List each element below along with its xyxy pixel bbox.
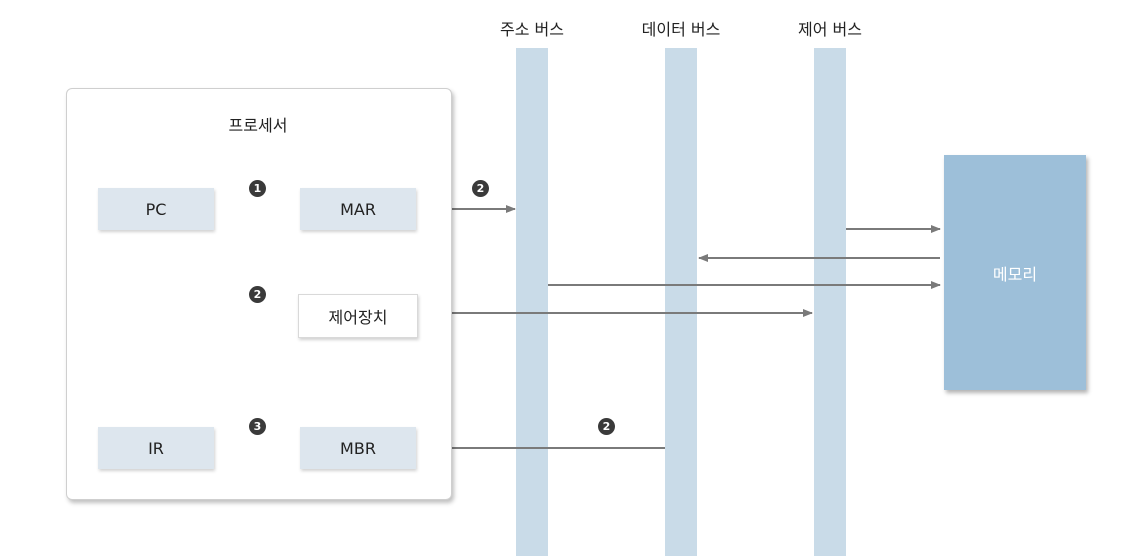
memory-block: 메모리 [944, 155, 1086, 390]
processor-title: 프로세서 [228, 116, 288, 135]
step-marker-pc-to-mar: 1 [249, 180, 266, 197]
control-bus-label: 제어 버스 [798, 20, 862, 39]
data-bus [665, 48, 697, 556]
mar-register: MAR [300, 188, 416, 230]
data-bus-label: 데이터 버스 [641, 20, 721, 39]
control-unit-label: 제어장치 [328, 308, 388, 327]
ir-register: IR [98, 427, 214, 469]
step-marker-mar-to-bus: 2 [472, 180, 489, 197]
mar-register-label: MAR [340, 199, 376, 219]
control-unit: 제어장치 [298, 294, 418, 338]
ir-register-label: IR [148, 438, 164, 458]
step-marker-mbr-to-ir: 3 [249, 418, 266, 435]
mbr-register-label: MBR [340, 438, 376, 458]
address-bus-label: 주소 버스 [500, 20, 564, 39]
pc-register: PC [98, 188, 214, 230]
address-bus [516, 48, 548, 556]
step-marker-control-to-pc: 2 [249, 286, 266, 303]
step-marker-data-to-mbr: 2 [598, 418, 615, 435]
control-bus [814, 48, 846, 556]
pc-register-label: PC [145, 199, 167, 219]
mbr-register: MBR [300, 427, 416, 469]
memory-label: 메모리 [992, 264, 1038, 284]
